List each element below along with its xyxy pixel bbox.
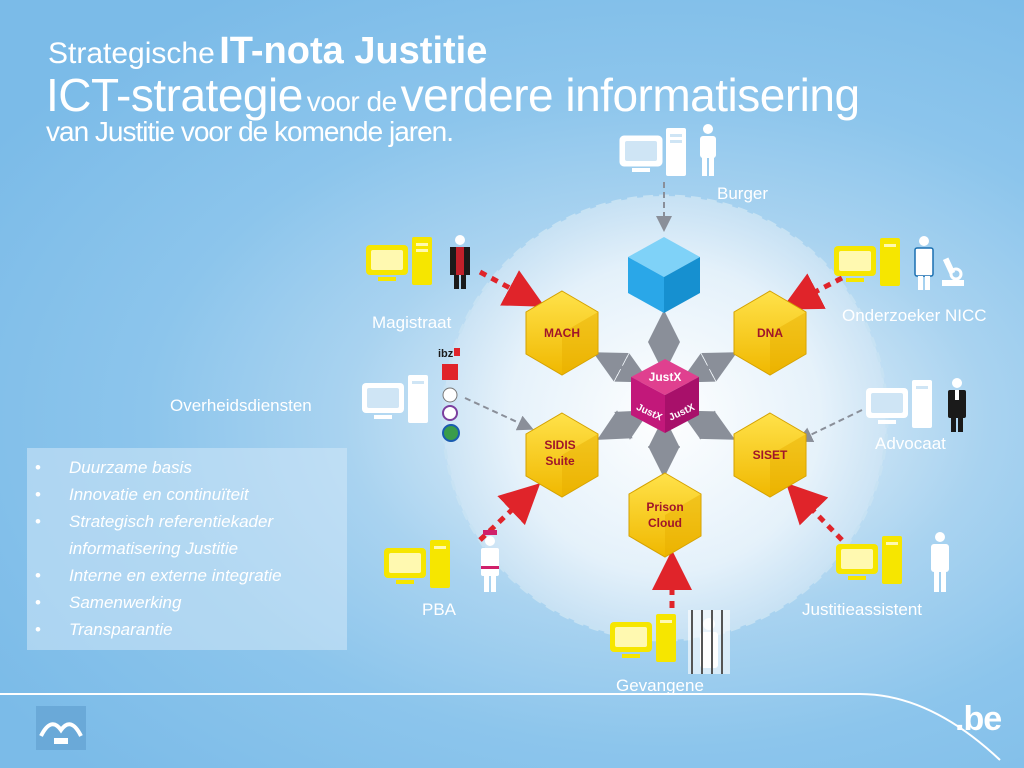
label-sidis-1: SIDIS xyxy=(544,438,575,452)
bullet-item: Strategisch referentiekader informatiser… xyxy=(35,508,347,562)
advocaat-computer-icon xyxy=(866,380,932,428)
label-overheidsdiensten: Overheidsdiensten xyxy=(170,396,312,415)
label-justitieassistent: Justitieassistent xyxy=(802,600,922,619)
hex-sidis xyxy=(525,412,599,498)
actor-arrows xyxy=(464,182,863,608)
gov-logo-5 xyxy=(442,424,460,442)
burger-person-icon xyxy=(700,124,716,176)
label-magistraat: Magistraat xyxy=(372,313,452,332)
onderzoeker-person-icon xyxy=(914,236,934,290)
pba-computer-icon xyxy=(384,540,450,588)
bullet-list: Duurzame basis Innovatie en continuïteit… xyxy=(27,454,347,643)
label-onderzoeker: Onderzoeker NICC xyxy=(842,306,987,325)
bullet-item: Samenwerking xyxy=(35,589,347,616)
label-prison-2: Cloud xyxy=(648,516,682,530)
bullet-item: Transparantie xyxy=(35,616,347,643)
label-burger: Burger xyxy=(717,184,769,203)
gevangene-computer-icon xyxy=(610,614,676,662)
bullet-list-panel: Duurzame basis Innovatie en continuïteit… xyxy=(27,448,347,650)
ibz-flag xyxy=(454,348,460,356)
title-small-text: Strategische xyxy=(48,37,215,70)
justitieassistent-person-icon xyxy=(931,532,949,592)
hex-mach xyxy=(525,290,599,376)
title-line-1: Strategische IT-nota Justitie xyxy=(48,30,487,73)
onderzoeker-computer-icon xyxy=(834,238,900,286)
label-siset: SISET xyxy=(753,448,788,462)
label-sidis-2: Suite xyxy=(545,454,575,468)
microscope-icon xyxy=(942,257,964,286)
title-line-2: ICT-strategie voor de verdere informatis… xyxy=(46,68,860,122)
title-voor-de: voor de xyxy=(306,86,397,117)
magistraat-computer-icon xyxy=(366,237,432,285)
advocaat-person-icon xyxy=(948,378,966,432)
hex-prison xyxy=(628,472,702,558)
ibz-logo: ibz xyxy=(438,348,454,360)
gov-logos: ibz xyxy=(438,348,460,442)
bullet-item: Duurzame basis xyxy=(35,454,347,481)
burger-computer-icon xyxy=(619,128,686,176)
title-verdere: verdere informatisering xyxy=(400,69,860,121)
cube-icon xyxy=(628,237,700,313)
bullet-item: Innovatie en continuïteit xyxy=(35,481,347,508)
hex-dna xyxy=(733,290,807,376)
title-line-3: van Justitie voor de komende jaren. xyxy=(46,116,454,147)
gov-logo-4 xyxy=(442,405,458,421)
magistraat-person-icon xyxy=(450,235,470,289)
hex-siset xyxy=(733,412,807,498)
title-bold-text: IT-nota Justitie xyxy=(219,30,488,72)
justitie-logo-icon xyxy=(36,706,86,750)
label-pba: PBA xyxy=(422,600,457,619)
prison-bars-icon xyxy=(688,610,730,674)
title-ict-strategie: ICT-strategie xyxy=(46,69,303,121)
justitieassistent-computer-icon xyxy=(836,536,902,584)
label-mach: MACH xyxy=(544,326,580,340)
gov-logo-2 xyxy=(442,364,458,380)
label-prison-1: Prison xyxy=(646,500,683,514)
justx-hub-cube xyxy=(631,359,699,433)
footer-line xyxy=(0,693,1001,761)
hub-connectors xyxy=(592,310,738,478)
be-logo: .be xyxy=(955,700,1002,738)
label-hub: JustX xyxy=(649,370,682,384)
label-gevangene: Gevangene xyxy=(616,676,704,695)
pba-person-icon xyxy=(481,530,499,592)
label-dna: DNA xyxy=(757,326,783,340)
label-advocaat: Advocaat xyxy=(875,434,946,453)
bullet-item: Interne en externe integratie xyxy=(35,562,347,589)
gov-logo-3 xyxy=(442,387,458,403)
overheid-computer-icon xyxy=(362,375,428,423)
